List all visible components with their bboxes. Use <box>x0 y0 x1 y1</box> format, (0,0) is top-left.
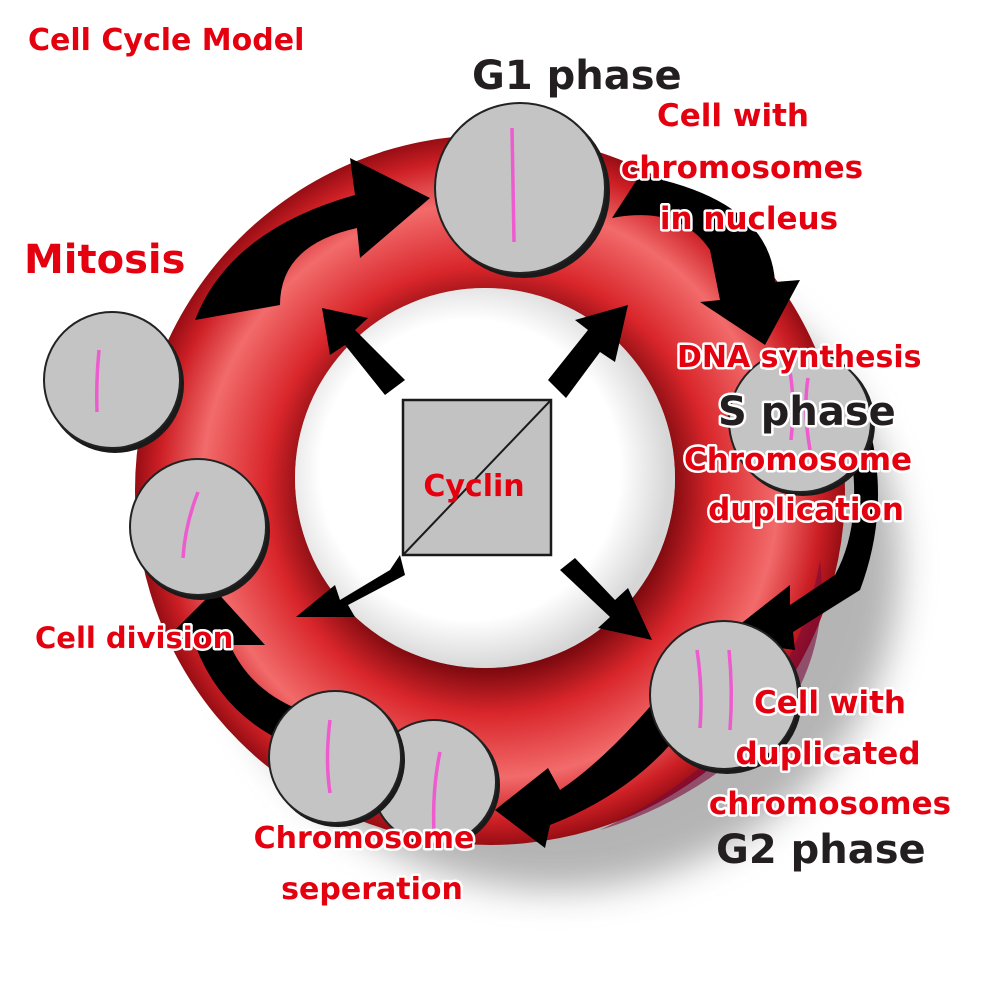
cyclin-label: Cyclin <box>423 469 524 504</box>
chromosome <box>510 127 516 243</box>
chromosome <box>95 349 101 413</box>
dna-synthesis-label: DNA synthesis <box>677 340 921 375</box>
cyclin-box <box>401 398 553 557</box>
cell-s <box>728 349 875 496</box>
svg-text:Chromosome: Chromosome <box>254 821 475 856</box>
chromosome <box>727 649 734 731</box>
chromosome <box>788 371 795 441</box>
diagram-title: Cell Cycle Model <box>28 23 304 58</box>
svg-text:chromosomes: chromosomes <box>621 150 863 186</box>
chromosome <box>804 377 812 451</box>
cycle-arrow-s-g2 <box>720 430 878 650</box>
phase-label-g2: G2 phase <box>716 827 926 873</box>
svg-text:Cell with: Cell with <box>657 98 809 134</box>
cyclin-arrows <box>296 305 652 640</box>
g1-description: Cell with chromosomes in nucleus <box>618 96 865 240</box>
cell-g1 <box>434 102 610 278</box>
cell-separation-left <box>268 690 405 827</box>
svg-text:duplicated: duplicated <box>735 736 920 772</box>
svg-text:duplication: duplication <box>708 492 904 528</box>
cell-division <box>129 458 270 600</box>
phase-label-mitosis: Mitosis <box>24 237 185 283</box>
separation-description: Chromosome seperation <box>251 819 477 910</box>
svg-text:Cell with: Cell with <box>754 685 906 721</box>
s-description: Chromosome duplication <box>681 440 914 531</box>
cell-division-label: Cell division <box>35 621 233 655</box>
chromosome <box>695 649 703 729</box>
cycle-arrows <box>165 158 878 848</box>
cycle-arrow-g1-s <box>612 175 800 345</box>
cell-mitosis <box>43 311 184 453</box>
svg-text:in nucleus: in nucleus <box>660 201 838 237</box>
cyclin-arrow-down-left <box>296 555 405 617</box>
g2-description: Cell with duplicated chromosomes <box>706 683 953 825</box>
svg-text:seperation: seperation <box>281 872 463 907</box>
cycle-arrow-g2-separation <box>495 695 690 848</box>
chromosome <box>431 751 442 833</box>
cell-g2 <box>649 620 802 774</box>
phase-label-g1: G1 phase <box>472 53 682 99</box>
cyclin-arrow-down-right <box>560 558 652 640</box>
cyclin-arrow-up-left <box>322 308 405 395</box>
chromosome <box>181 491 200 559</box>
svg-text:chromosomes: chromosomes <box>709 786 951 822</box>
cycle-arrow-separation-division <box>165 590 300 740</box>
cyclin-arrow-up-right <box>548 305 628 398</box>
chromosome <box>325 719 332 794</box>
cycle-arrow-mitosis-g1 <box>195 158 430 320</box>
phase-label-s: S phase <box>718 389 896 435</box>
svg-text:Chromosome: Chromosome <box>684 442 912 478</box>
